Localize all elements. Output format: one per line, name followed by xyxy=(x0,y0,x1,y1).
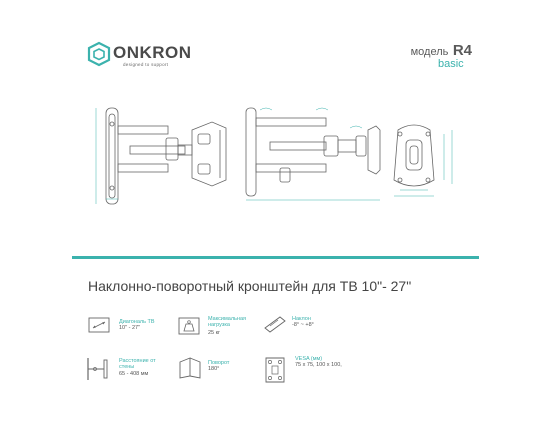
wall-distance-icon xyxy=(87,358,108,380)
brand-tagline: designed to support xyxy=(123,62,169,67)
spec-item-screen-size: Диагональ ТВ 10" - 27" xyxy=(88,314,178,344)
spec-label: VESA (мм) xyxy=(295,356,323,362)
spec-value: 25 кг xyxy=(208,330,221,336)
product-title: Наклонно-поворотный кронштейн для ТВ 10"… xyxy=(88,278,412,294)
vesa-icon xyxy=(265,357,285,383)
swivel-icon xyxy=(179,357,201,379)
model-label: модель xyxy=(410,46,449,58)
spec-item-vesa: VESA (мм) 75 x 75, 100 x 100, xyxy=(262,352,372,392)
spec-item-wall-distance: Расстояние от стены 65 - 408 мм xyxy=(86,354,181,390)
model-code: R4 xyxy=(452,42,472,59)
brand-logo: ONKRON designed to support xyxy=(87,41,218,68)
spec-value: 10" - 27" xyxy=(119,325,141,331)
screen-size-icon xyxy=(88,317,110,333)
vesa-plate-drawing xyxy=(393,124,435,187)
spec-value: 75 x 75, 100 x 100, xyxy=(295,362,342,368)
brand-name: ONKRON xyxy=(113,43,192,62)
model-subtitle: basic xyxy=(438,58,464,70)
model-block: модель R4 xyxy=(392,42,472,72)
max-load-icon xyxy=(178,317,200,335)
spec-label: Диагональ ТВ xyxy=(119,319,155,325)
spec-value: 65 - 408 мм xyxy=(119,371,149,377)
spec-item-max-load: Максимальная нагрузка 25 кг xyxy=(178,314,268,344)
spec-value: -8° ~ +8° xyxy=(292,322,314,328)
spec-value: 180° xyxy=(208,366,220,372)
spec-item-tilt: Наклон -8° ~ +8° xyxy=(262,312,352,342)
spec-label: Поворот xyxy=(208,360,230,366)
spec-item-swivel: Поворот 180° xyxy=(178,354,268,390)
logo-mark-icon xyxy=(87,41,111,67)
section-divider xyxy=(72,256,479,259)
technical-drawing xyxy=(95,107,453,205)
spec-label: Наклон xyxy=(292,316,311,322)
spec-label: Расстояние от стены xyxy=(119,358,156,370)
tilt-icon xyxy=(264,316,286,333)
top-view-drawing xyxy=(245,107,381,197)
side-view-drawing xyxy=(105,107,227,205)
spec-label: Максимальная нагрузка xyxy=(208,316,246,328)
